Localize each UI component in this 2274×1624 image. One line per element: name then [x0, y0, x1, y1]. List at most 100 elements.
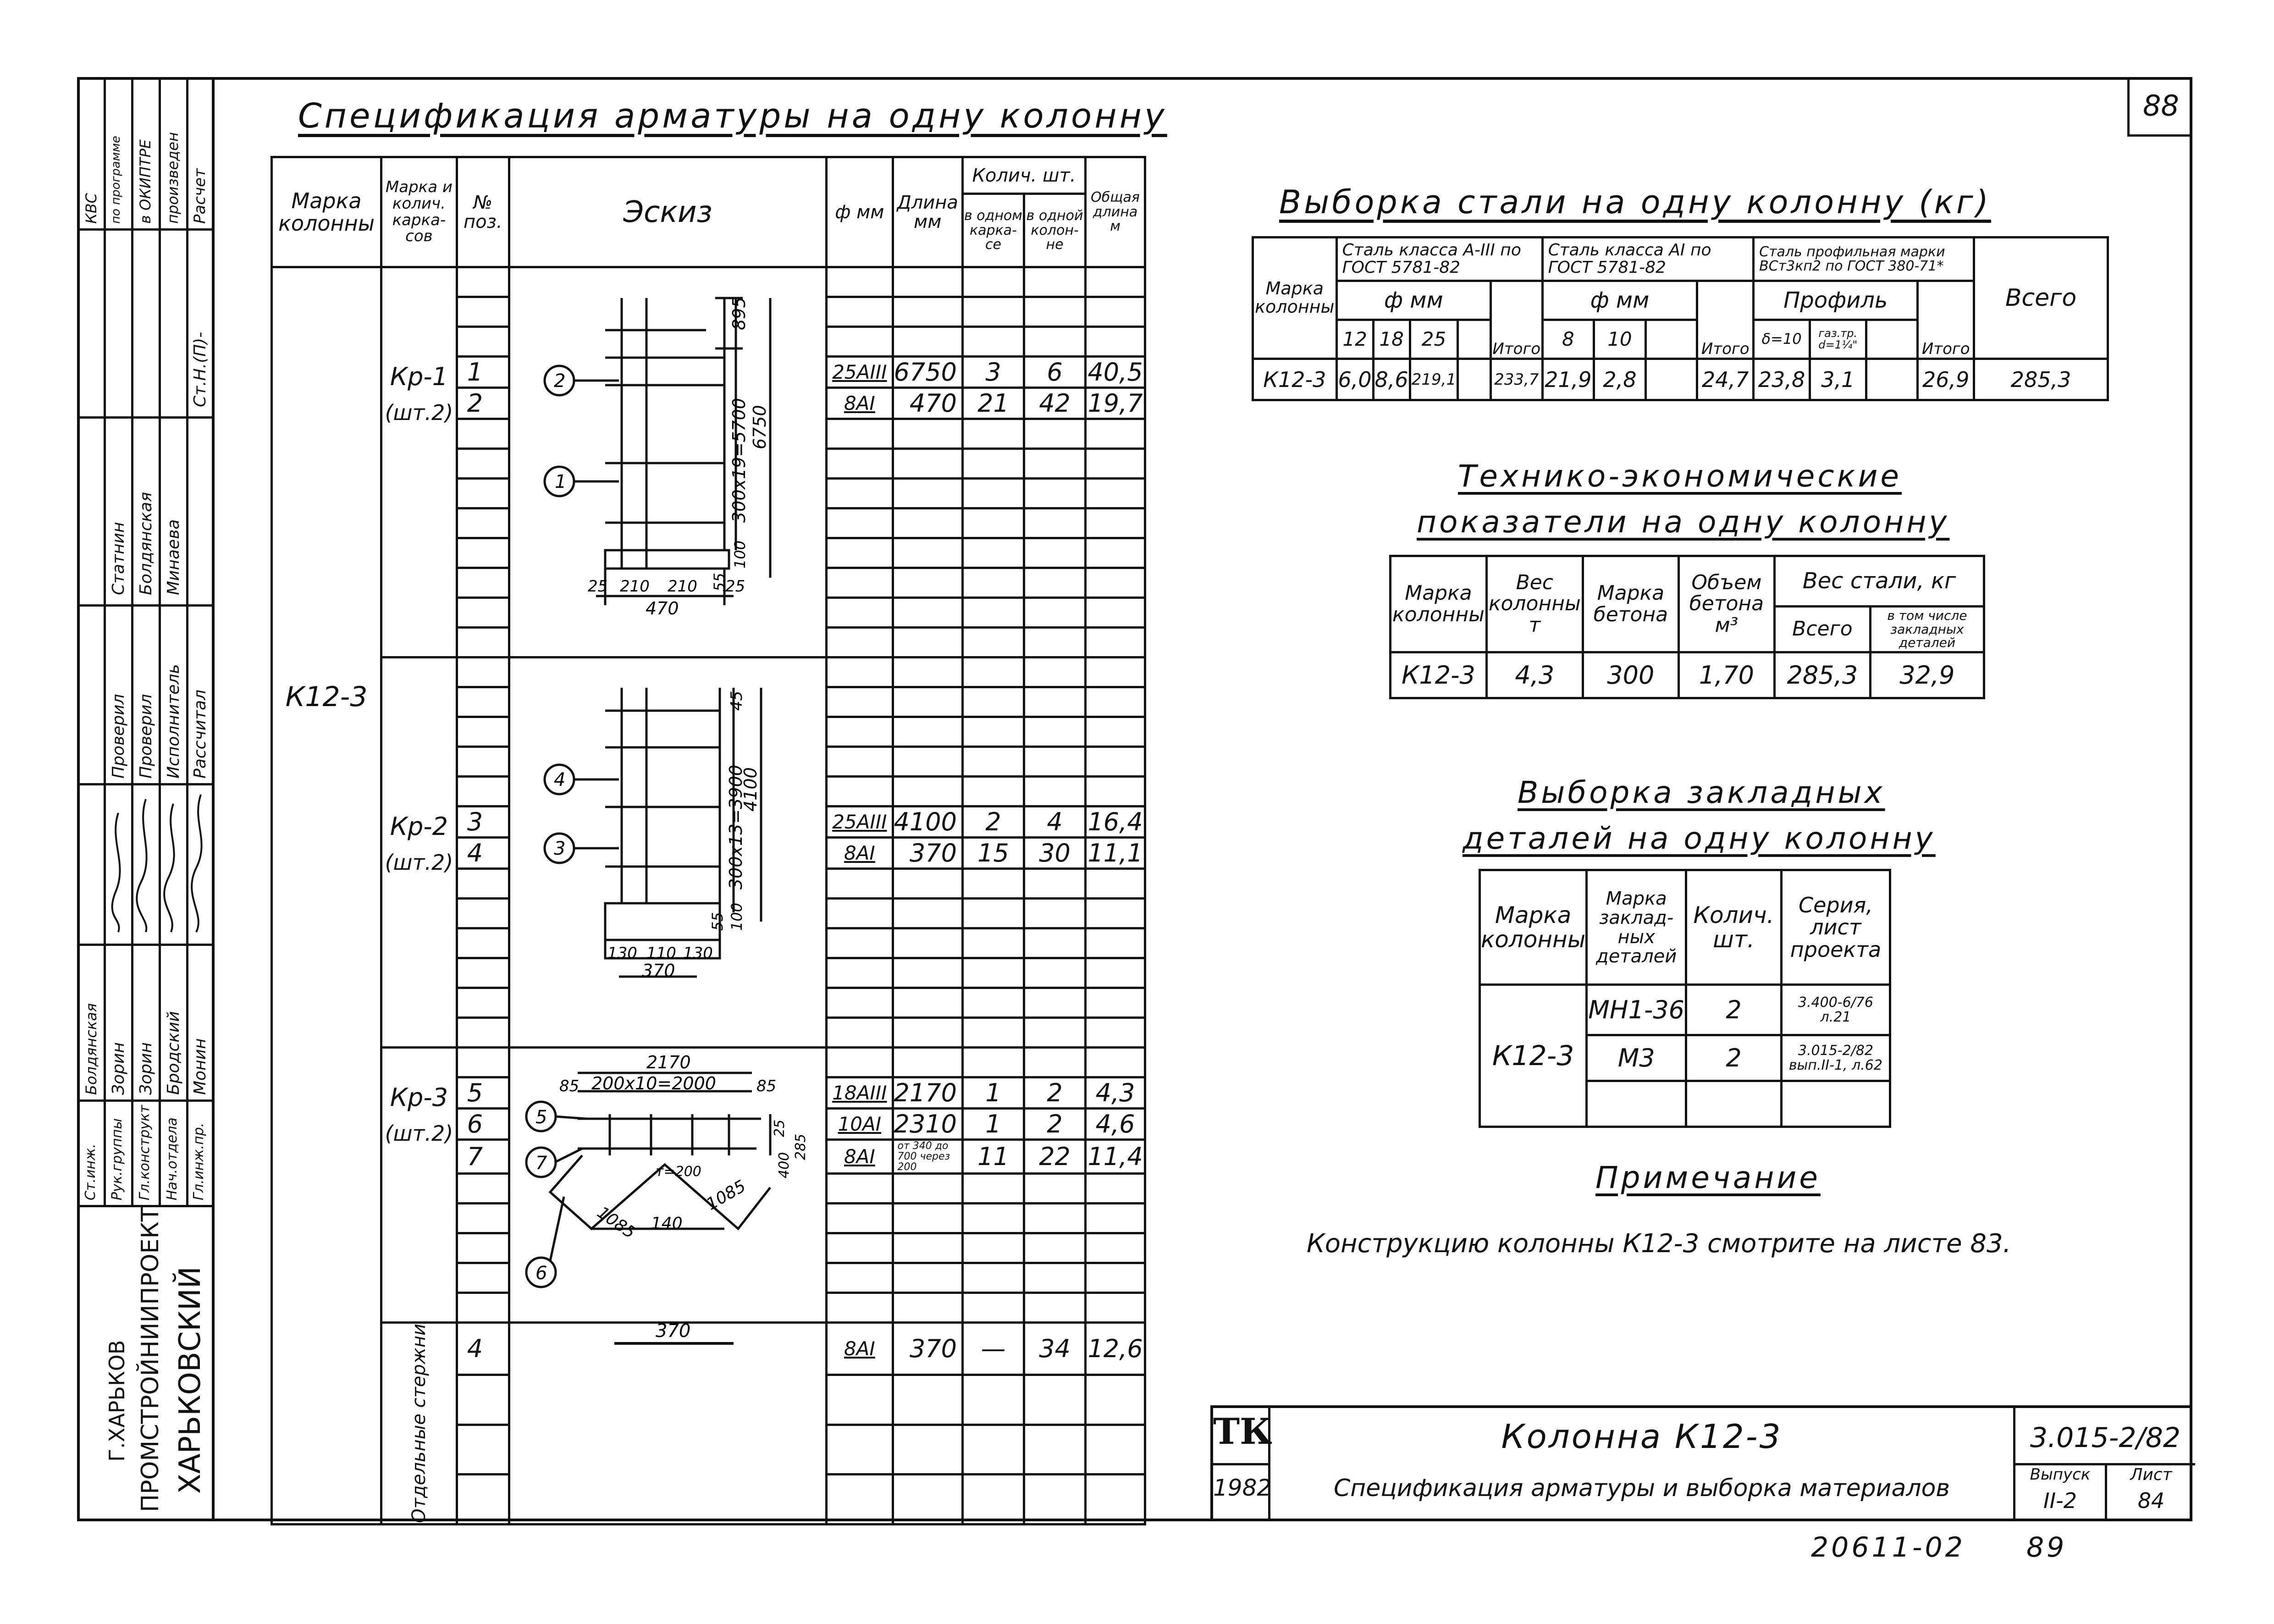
- embed-hdr-mark: Марка колонны: [1478, 869, 1588, 986]
- spec-cell-q2: [1022, 1292, 1087, 1324]
- spec-cell-tot: 12,6: [1084, 1321, 1146, 1376]
- sheet-number: 88: [2143, 89, 2179, 122]
- sk3-dim-2000: 200x10=2000: [591, 1073, 716, 1094]
- spec-row: Кр-3(шт.2): [272, 1046, 1146, 1324]
- spec-cell-dia: [825, 1202, 894, 1235]
- spec-cell-dia: [825, 447, 894, 480]
- sketch-kr1: 895 300x19=5700 6750 100 55 25 210 210 2…: [543, 297, 772, 619]
- spec-cell-len: 470: [891, 387, 964, 420]
- calc-note-5: КВС: [83, 193, 100, 224]
- spec-cell-q1: [961, 1473, 1026, 1526]
- spec-cell-q2: [1022, 775, 1087, 807]
- steel-table: Марка колонны Сталь класса А-III по ГОСТ…: [1252, 236, 2109, 401]
- name1-2: Бродский: [164, 1011, 183, 1095]
- sk2-dim-45: 45: [728, 691, 746, 711]
- spec-cell-dia: 10АI: [825, 1107, 894, 1141]
- archive-number: 20611-02: [1811, 1531, 1965, 1563]
- spec-cell-dia: [825, 746, 894, 778]
- spec-cell-q1: [961, 1016, 1026, 1049]
- steel-cell-11: 3,1: [1808, 358, 1867, 401]
- spec-cell-tot: [1084, 1423, 1146, 1476]
- spec-row: [272, 567, 1146, 599]
- names2-3: Статнин: [109, 522, 128, 595]
- spec-cell-q1: 1: [961, 1076, 1026, 1110]
- spec-cell-q2: [1022, 1423, 1087, 1476]
- tep-cell-3: 1,70: [1677, 651, 1776, 699]
- embed-row1-mark: МН1-36: [1585, 983, 1688, 1036]
- spec-cell-pos: 4: [455, 1321, 510, 1376]
- embed-row2-qty: 2: [1685, 1034, 1783, 1082]
- spec-cell-dia: [825, 1373, 894, 1426]
- spec-cell-dia: [825, 1046, 894, 1078]
- role-2: Нач.отдела: [164, 1117, 180, 1200]
- steel-hdr-profile: Профиль: [1752, 280, 1919, 321]
- spec-cell-q1: [961, 897, 1026, 929]
- spec-cell-dia: [825, 987, 894, 1019]
- sk3-dim-2170: 2170: [646, 1052, 691, 1072]
- embed-table-wrap: Марка колонны Марка заклад-ных деталей К…: [1478, 869, 1892, 1128]
- spec-cell-q2: [1022, 897, 1087, 929]
- names2-1: Минаева: [164, 519, 183, 595]
- spec-cell-len: [891, 567, 964, 599]
- spec-cell-q1: 3: [961, 355, 1026, 389]
- sk1-dim-470: 470: [646, 598, 679, 619]
- spec-cell-len: 2170: [891, 1076, 964, 1110]
- steel-hdr-d8: 8: [1541, 319, 1595, 360]
- spec-cage-mark: Отдельные стержни: [380, 1321, 458, 1526]
- spec-row: [272, 716, 1146, 748]
- spec-cell-q2: [1022, 326, 1087, 358]
- embed-col-mark: К12-3: [1478, 983, 1588, 1128]
- steel-hdr-empty3: [1865, 319, 1919, 360]
- spec-row: Кр-2(шт.2): [272, 656, 1146, 1049]
- tep-cell-2: 300: [1581, 651, 1680, 699]
- spec-cell-len: [891, 537, 964, 569]
- hdr-qty-col: в одной колон-не: [1022, 193, 1087, 268]
- sheet-number-box: 88: [2127, 77, 2192, 137]
- tep-hdr-steel: Вес стали, кг: [1773, 555, 1986, 608]
- steel-cell-4: [1457, 358, 1492, 401]
- tep-table-wrap: Марка колонны Вес колонны т Марка бетона…: [1389, 555, 1986, 699]
- spec-cell-tot: [1084, 1473, 1146, 1526]
- spec-cell-len: [891, 775, 964, 807]
- tep-table: Марка колонны Вес колонны т Марка бетона…: [1389, 555, 1986, 699]
- spec-cell-q1: [961, 567, 1026, 599]
- spec-cell-q1: [961, 716, 1026, 748]
- sk3-dim-85a: 85: [559, 1077, 579, 1095]
- hdr-pos: № поз.: [455, 156, 510, 268]
- sk1-dim-5700: 300x19=5700: [729, 398, 749, 523]
- sk1-dim-25a: 25: [588, 577, 607, 596]
- spec-cell-q2: 22: [1022, 1138, 1087, 1175]
- spec-cell-q1: [961, 326, 1026, 358]
- spec-cell-pos: [455, 1172, 510, 1205]
- spec-cell-pos: [455, 957, 510, 989]
- spec-cell-dia: [825, 296, 894, 328]
- spec-cell-q1: [961, 418, 1026, 450]
- spec-cell-pos: 7: [455, 1138, 510, 1175]
- spec-row: [272, 1373, 1146, 1426]
- spec-cell-len: [891, 1262, 964, 1294]
- spec-row: [272, 957, 1146, 989]
- spec-cell-len: [891, 656, 964, 688]
- spec-row: [272, 507, 1146, 539]
- role2-1: Рассчитал: [191, 689, 210, 779]
- spec-cell-q1: [961, 537, 1026, 569]
- spec-cell-q2: [1022, 1473, 1087, 1526]
- spec-row: [272, 987, 1146, 1019]
- spec-cell-pos: [455, 1473, 510, 1526]
- spec-cell-tot: 16,4: [1084, 805, 1146, 839]
- spec-row: [272, 1262, 1146, 1294]
- spec-row: [272, 867, 1146, 900]
- org-city: Г.ХАРЬКОВ: [105, 1340, 129, 1462]
- spec-cell-len: [891, 626, 964, 658]
- spec-cell-tot: [1084, 686, 1146, 718]
- spec-cell-pos: [455, 477, 510, 509]
- spec-cage-mark: Кр-1(шт.2): [380, 266, 458, 658]
- spec-column-mark: К12-3: [270, 265, 383, 1526]
- role-3: Гл.конструкт: [137, 1105, 153, 1200]
- role-5: Ст.инж.: [83, 1143, 99, 1200]
- role2-2: Исполнитель: [164, 664, 183, 779]
- spec-cell-q1: —: [961, 1321, 1026, 1376]
- spec-cell-pos: [455, 775, 510, 807]
- tep-hdr-concrete: Марка бетона: [1581, 555, 1680, 653]
